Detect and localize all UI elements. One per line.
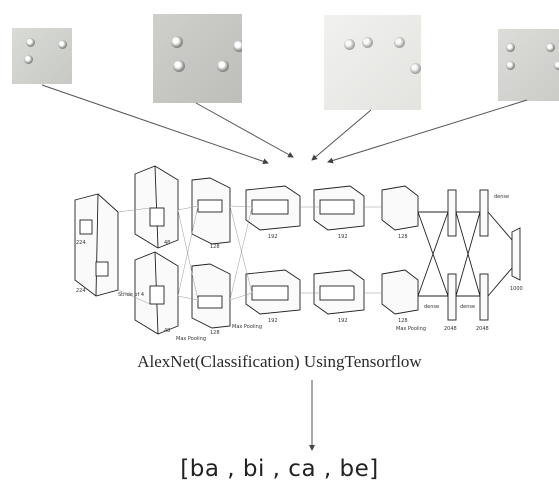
label-conv4b: 192 — [338, 318, 348, 324]
dense1-bottom — [447, 273, 457, 321]
arrow-thumb4 — [327, 99, 528, 164]
braille-dot — [24, 55, 33, 64]
label-pool1: Max Pooling — [176, 336, 206, 342]
label-conv1b: 48 — [164, 328, 170, 334]
braille-dot — [173, 60, 185, 72]
conv5-bottom — [381, 269, 419, 315]
label-dense3: dense — [494, 194, 509, 200]
label-conv5: 128 — [398, 234, 408, 240]
model-caption: AlexNet(Classification) UsingTensorflow — [137, 352, 422, 371]
braille-dot — [233, 40, 242, 52]
dense2-top — [479, 189, 489, 237]
braille-dot — [344, 39, 355, 50]
label-pool3: Max Pooling — [396, 326, 426, 332]
conv5-top — [381, 185, 419, 231]
braille-dot — [362, 37, 373, 48]
label-input2: 224 — [76, 288, 86, 294]
label-conv3b: 192 — [268, 318, 278, 324]
layer-connections — [117, 205, 382, 305]
dense-connections — [417, 211, 513, 297]
input-image-1 — [12, 28, 72, 84]
braille-dot — [58, 40, 67, 49]
label-pool2: Max Pooling — [232, 324, 262, 330]
label-dense2: dense — [460, 304, 475, 310]
braille-dot — [554, 61, 559, 70]
label-conv4: 192 — [338, 234, 348, 240]
braille-dot — [546, 43, 555, 52]
dense1-top — [447, 189, 457, 237]
arrow-thumb3 — [311, 109, 372, 161]
output-layer — [511, 227, 521, 281]
input-image-3 — [324, 15, 421, 110]
braille-dot — [26, 38, 35, 47]
label-conv5b: 128 — [398, 318, 408, 324]
dense2-bottom — [479, 273, 489, 321]
arrow-thumb2 — [195, 102, 294, 158]
input-image-4 — [498, 29, 559, 101]
label-stride: Stride of 4 — [118, 292, 144, 298]
label-conv2: 128 — [210, 244, 220, 250]
braille-dot — [506, 43, 515, 52]
arrow-thumb1 — [41, 84, 269, 165]
label-dense1: dense — [424, 304, 439, 310]
label-conv3: 192 — [268, 234, 278, 240]
braille-dot — [394, 37, 405, 48]
alexnet-architecture — [74, 165, 521, 335]
braille-dot — [506, 61, 515, 70]
braille-dot — [410, 63, 421, 74]
label-conv1: 48 — [164, 240, 170, 246]
label-input: 224 — [76, 240, 86, 246]
label-d1: 2048 — [444, 326, 457, 332]
braille-dot — [171, 36, 183, 48]
label-conv2b: 128 — [210, 330, 220, 336]
label-output: 1000 — [510, 286, 523, 292]
label-d2: 2048 — [476, 326, 489, 332]
input-image-2 — [153, 14, 242, 103]
braille-dot — [217, 60, 229, 72]
classification-result: [ba , bi , ca , be] — [180, 456, 379, 482]
